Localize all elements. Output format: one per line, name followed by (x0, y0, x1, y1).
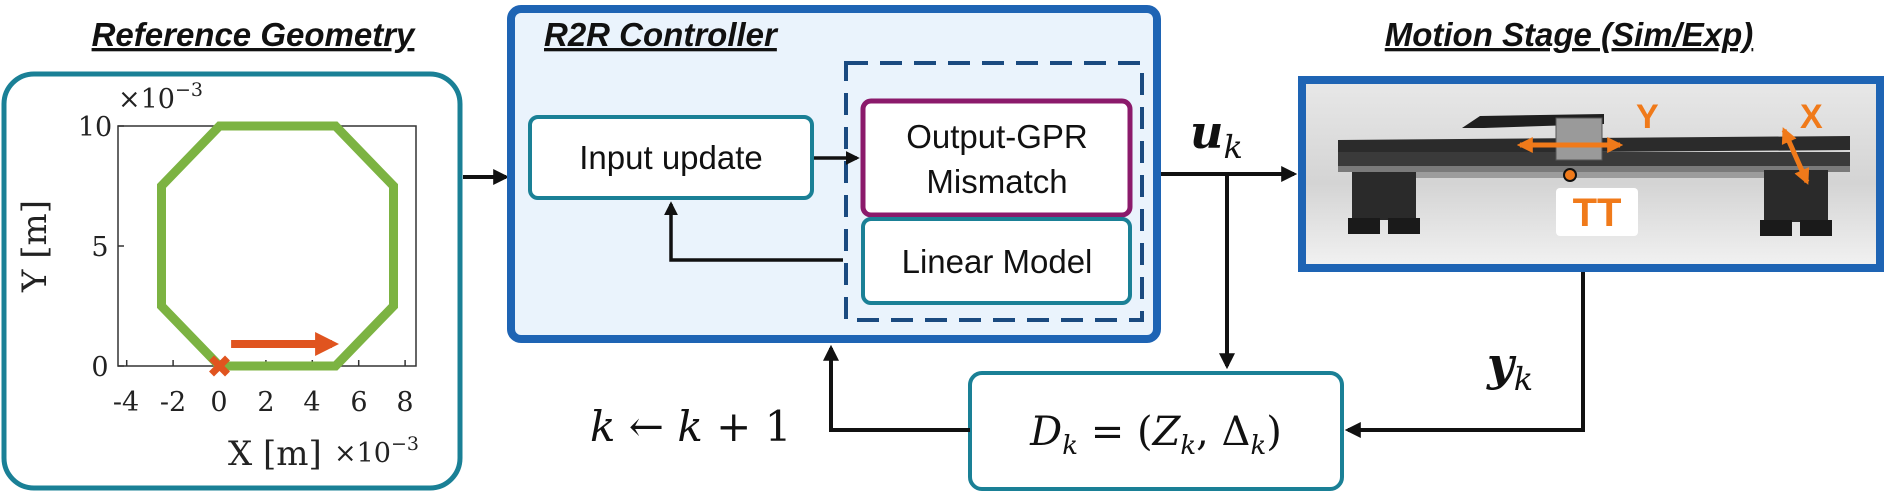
output-gpr-label-line2: Mismatch (926, 163, 1067, 200)
tt-label: TT (1573, 191, 1622, 235)
x-axis-label-stage: X (1800, 98, 1823, 136)
x-tick-label: -4 (113, 387, 139, 418)
x-tick-label: 8 (396, 387, 413, 418)
dataset-equation: Dk = (Zk, Δk) (1029, 409, 1282, 461)
y-tick-label: 0 (91, 352, 108, 383)
r2r-controller-title: R2R Controller (544, 16, 779, 53)
arrow-stage-output-to-dataset (1344, 272, 1585, 438)
input-update-label: Input update (579, 139, 763, 176)
x-tick-label: 6 (350, 387, 367, 418)
tt-label-background (1556, 188, 1638, 236)
reference-octagon-path (157, 121, 398, 371)
tool-tip-point (1563, 168, 1577, 182)
learned-model-dashed-group (844, 61, 1144, 322)
arrow-linear-model-to-input-update (664, 201, 843, 262)
start-marker (209, 355, 230, 377)
iteration-update-label: k ← k + 1 (590, 402, 791, 451)
x-axis-label: X [m] (228, 434, 322, 474)
reference-geometry-title: Reference Geometry (92, 16, 416, 53)
x-axis-multiplier: ×10−3 (334, 433, 419, 469)
y-axis-label: Y [m] (15, 200, 55, 293)
x-tick-label: 4 (303, 387, 320, 418)
x-tick-label: 0 (210, 387, 227, 418)
y-axis-multiplier: ×10−3 (118, 79, 203, 115)
output-gpr-mismatch-block (860, 98, 1133, 218)
y-ticks (118, 125, 124, 367)
motion-stage-title: Motion Stage (Sim/Exp) (1385, 16, 1754, 53)
x-tick-label: -2 (160, 387, 186, 418)
input-update-block (528, 115, 814, 200)
start-marker-stroke (209, 355, 230, 377)
linear-model-label: Linear Model (902, 243, 1093, 280)
y-tick-label: 10 (78, 112, 112, 143)
output-gpr-label-line1: Output-GPR (906, 118, 1088, 155)
x-axis-motion-arrow (1781, 127, 1810, 185)
signal-u-k: uk (1190, 105, 1243, 166)
y-axis-label-stage: Y (1636, 98, 1659, 136)
linear-model-block (861, 217, 1132, 305)
plot-axes-frame (117, 125, 417, 367)
arrow-dataset-to-controller (823, 344, 970, 432)
y-tick-label: 5 (91, 232, 108, 263)
signal-y-k: yk (1486, 337, 1533, 398)
x-tick-label: 2 (257, 387, 274, 418)
